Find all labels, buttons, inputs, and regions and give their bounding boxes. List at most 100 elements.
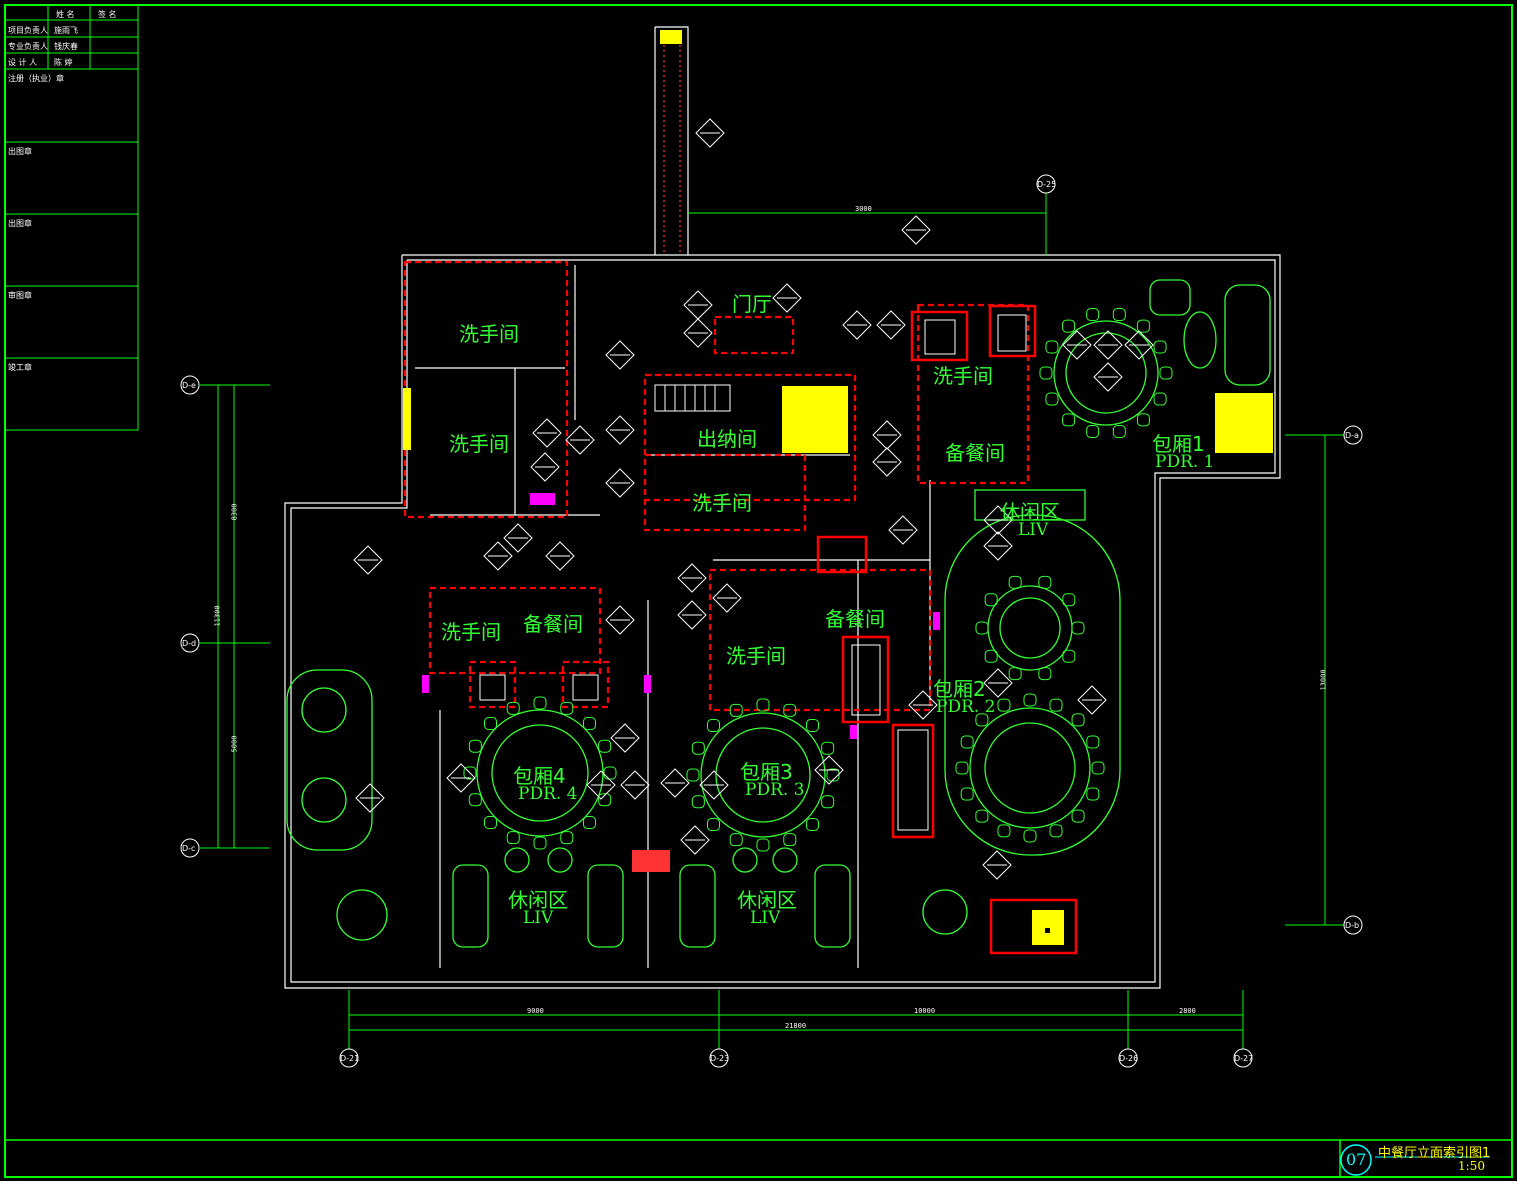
axis-23: D-23 [710, 1054, 730, 1063]
index-marker [605, 468, 635, 498]
building-walls [284, 26, 1281, 989]
room-pdr3: 包厢3 [740, 760, 793, 784]
tb-section-4: 审图章 [8, 291, 32, 300]
tb-name-2: 钱庆春 [54, 42, 78, 51]
index-marker [545, 541, 575, 571]
chair [997, 698, 1011, 712]
index-marker [605, 605, 635, 635]
room-pdr1-code: PDR. 1 [1155, 452, 1215, 472]
chair [805, 719, 819, 733]
chair [1039, 366, 1053, 380]
chair [1159, 366, 1173, 380]
index-marker [983, 668, 1013, 698]
dim-21800: 21800 [785, 1022, 807, 1030]
dim-9000: 9000 [527, 1007, 544, 1015]
yellow-fills [403, 30, 1273, 945]
index-marker [1077, 685, 1107, 715]
room-lounge-2: 休闲区 [508, 888, 568, 912]
chair [729, 833, 743, 847]
chair [1112, 424, 1126, 438]
dim-13000: 13000 [1319, 669, 1328, 691]
dim-5000: 5000 [230, 735, 239, 753]
tb-section-3: 出图章 [8, 219, 32, 228]
chair [997, 824, 1011, 838]
room-washroom-2: 洗手间 [449, 432, 509, 456]
chair [1008, 575, 1022, 589]
index-marker [772, 283, 802, 313]
sheet-number-circle [1340, 1144, 1372, 1176]
index-marker [353, 545, 383, 575]
axis-e: D-e [182, 381, 196, 390]
index-marker [699, 770, 729, 800]
chair [1086, 787, 1100, 801]
chair [975, 713, 989, 727]
tb-section-2: 出图章 [8, 147, 32, 156]
dim-10000: 10000 [914, 1007, 936, 1015]
index-marker [610, 723, 640, 753]
chair [756, 698, 770, 712]
highlight-boxes [816, 304, 1078, 955]
tb-role-1: 项目负责人 [8, 26, 48, 35]
index-marker [660, 768, 690, 798]
index-marker [355, 783, 385, 813]
room-pdr1: 包厢1 [1152, 432, 1205, 456]
index-marker [530, 452, 560, 482]
chair [1049, 824, 1063, 838]
index-marker [876, 310, 906, 340]
index-marker [532, 418, 562, 448]
chair [1112, 308, 1126, 322]
chair [533, 696, 547, 710]
chair [821, 795, 835, 809]
furniture [286, 279, 1271, 948]
title-block-grid [4, 4, 139, 431]
chair [1153, 392, 1167, 406]
chair [686, 768, 700, 782]
index-marker [677, 563, 707, 593]
chair [468, 793, 482, 807]
chair [984, 593, 998, 607]
index-marker [888, 515, 918, 545]
chair [1008, 667, 1022, 681]
index-marker [503, 523, 533, 553]
room-pantry-2: 备餐间 [523, 612, 583, 636]
room-lounge-3: 休闲区 [737, 888, 797, 912]
chair [468, 739, 482, 753]
chair [756, 838, 770, 852]
chair [783, 703, 797, 717]
chair [560, 831, 574, 845]
index-marker [620, 770, 650, 800]
chair [1062, 319, 1076, 333]
highlight-zones [403, 260, 1030, 712]
dim-2800: 2800 [1179, 1007, 1196, 1015]
room-storage: 出纳间 [697, 427, 757, 451]
index-marker [901, 215, 931, 245]
index-markers [353, 118, 1154, 880]
red-stair [632, 850, 670, 872]
room-pdr2: 包厢2 [933, 677, 986, 701]
chair [1086, 735, 1100, 749]
chair [1062, 649, 1076, 663]
chair [1071, 809, 1085, 823]
chair [533, 836, 547, 850]
index-marker [1062, 330, 1092, 360]
room-washroom-4: 洗手间 [933, 364, 993, 388]
index-marker [565, 425, 595, 455]
chairs [463, 308, 1173, 852]
chair [821, 741, 835, 755]
index-marker [1124, 330, 1154, 360]
chair [582, 815, 596, 829]
room-washroom-3: 洗手间 [692, 491, 752, 515]
magenta-marks [422, 493, 940, 739]
axis-27: D-27 [1234, 1054, 1254, 1063]
chair [826, 768, 840, 782]
room-pdr3-code: PDR. 3 [745, 780, 805, 800]
room-pdr4-code: PDR. 4 [518, 784, 578, 804]
chair [960, 787, 974, 801]
tb-section-1: 注册（执业）章 [8, 74, 64, 83]
chair [484, 815, 498, 829]
chair [1071, 713, 1085, 727]
room-pdr4: 包厢4 [513, 764, 566, 788]
chair [691, 741, 705, 755]
chair [1023, 693, 1037, 707]
index-marker [982, 850, 1012, 880]
